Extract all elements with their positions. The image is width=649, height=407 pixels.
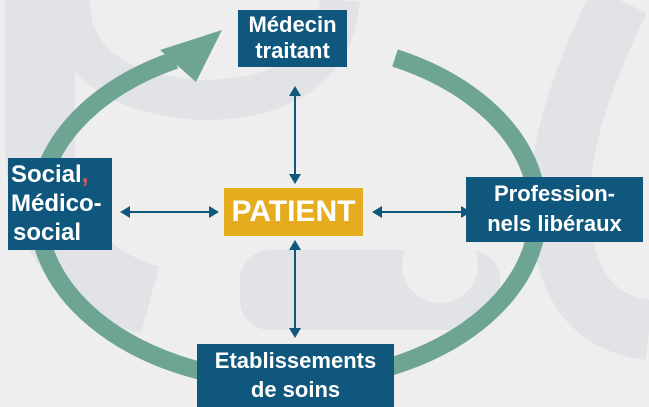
node-social-comma: , — [81, 161, 89, 188]
node-medecin-line1: Médecin — [248, 12, 337, 37]
node-pro-line2: nels libéraux — [487, 211, 622, 236]
node-etab-line2: de soins — [250, 377, 341, 402]
arrowhead-right-left — [372, 206, 382, 218]
node-patient: PATIENT — [224, 188, 363, 236]
node-social-medico-social: Social, Médico- social — [8, 158, 112, 250]
arrowhead-top-up — [289, 86, 301, 96]
arrowhead-bottom-down — [289, 328, 301, 338]
node-etablissements-de-soins: Etablissements de soins — [197, 344, 394, 407]
node-etab-line1: Etablissements — [214, 348, 377, 373]
node-medecin-traitant: Médecin traitant — [238, 10, 347, 67]
arrowhead-bottom-up — [289, 240, 301, 250]
node-social-line1: Social, — [11, 160, 109, 189]
node-social-line2: Médico- — [11, 190, 102, 217]
node-medecin-line2: traitant — [255, 38, 330, 63]
arrowhead-left-right — [209, 206, 219, 218]
watermark-stroke-right — [529, 0, 649, 360]
watermark-ring-inner — [402, 227, 478, 303]
node-social-word: Social — [11, 161, 82, 188]
node-social-line3: social — [12, 219, 82, 246]
connector-arrows — [120, 86, 471, 338]
cycle-arrowhead — [160, 30, 222, 82]
node-pro-line1: Profession- — [493, 181, 616, 206]
arrowhead-left-left — [120, 206, 130, 218]
arrowhead-top-down — [289, 174, 301, 184]
node-professionnels-liberaux: Profession- nels libéraux — [466, 177, 643, 242]
